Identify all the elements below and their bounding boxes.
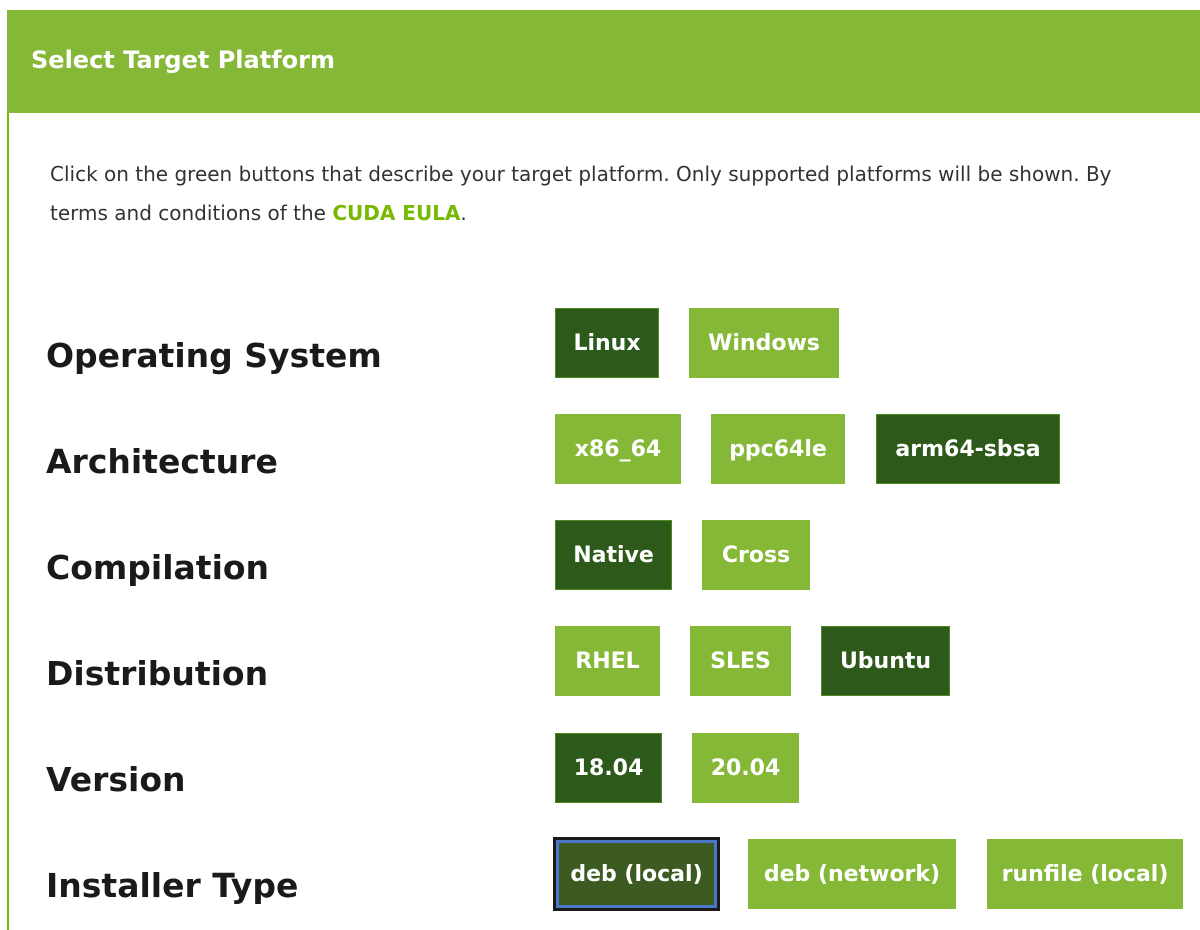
intro-line-2-suffix: . (460, 201, 467, 225)
panel-header: Select Target Platform (7, 10, 1200, 113)
intro-line-2-prefix: terms and conditions of the (50, 201, 333, 225)
panel-title: Select Target Platform (31, 46, 335, 74)
row-label-operating-system: Operating System (46, 336, 382, 375)
row-label-architecture: Architecture (46, 442, 278, 481)
option-button-runfile-local[interactable]: runfile (local) (987, 839, 1183, 909)
option-button-linux[interactable]: Linux (555, 308, 659, 378)
option-button-arm64-sbsa[interactable]: arm64-sbsa (876, 414, 1060, 484)
row-label-compilation: Compilation (46, 548, 270, 587)
option-button-ubuntu[interactable]: Ubuntu (821, 626, 950, 696)
platform-selector-panel (7, 10, 1200, 930)
option-button-18-04[interactable]: 18.04 (555, 733, 662, 803)
cuda-eula-link[interactable]: CUDA EULA (332, 201, 461, 225)
intro-line-2: terms and conditions of the CUDA EULA. (50, 194, 1200, 233)
option-button-native[interactable]: Native (555, 520, 672, 590)
option-button-ppc64le[interactable]: ppc64le (711, 414, 845, 484)
option-button-rhel[interactable]: RHEL (555, 626, 660, 696)
option-button-windows[interactable]: Windows (689, 308, 839, 378)
option-button-deb-network[interactable]: deb (network) (748, 839, 956, 909)
option-button-cross[interactable]: Cross (702, 520, 810, 590)
option-button-20-04[interactable]: 20.04 (692, 733, 799, 803)
intro-line-1: Click on the green buttons that describe… (50, 162, 1112, 186)
row-label-installer-type: Installer Type (46, 866, 299, 905)
row-label-distribution: Distribution (46, 654, 269, 693)
option-button-sles[interactable]: SLES (690, 626, 791, 696)
intro-text: Click on the green buttons that describe… (50, 155, 1200, 235)
option-button-deb-local[interactable]: deb (local) (555, 839, 718, 909)
row-label-version: Version (46, 760, 186, 799)
option-button-x86-64[interactable]: x86_64 (555, 414, 681, 484)
